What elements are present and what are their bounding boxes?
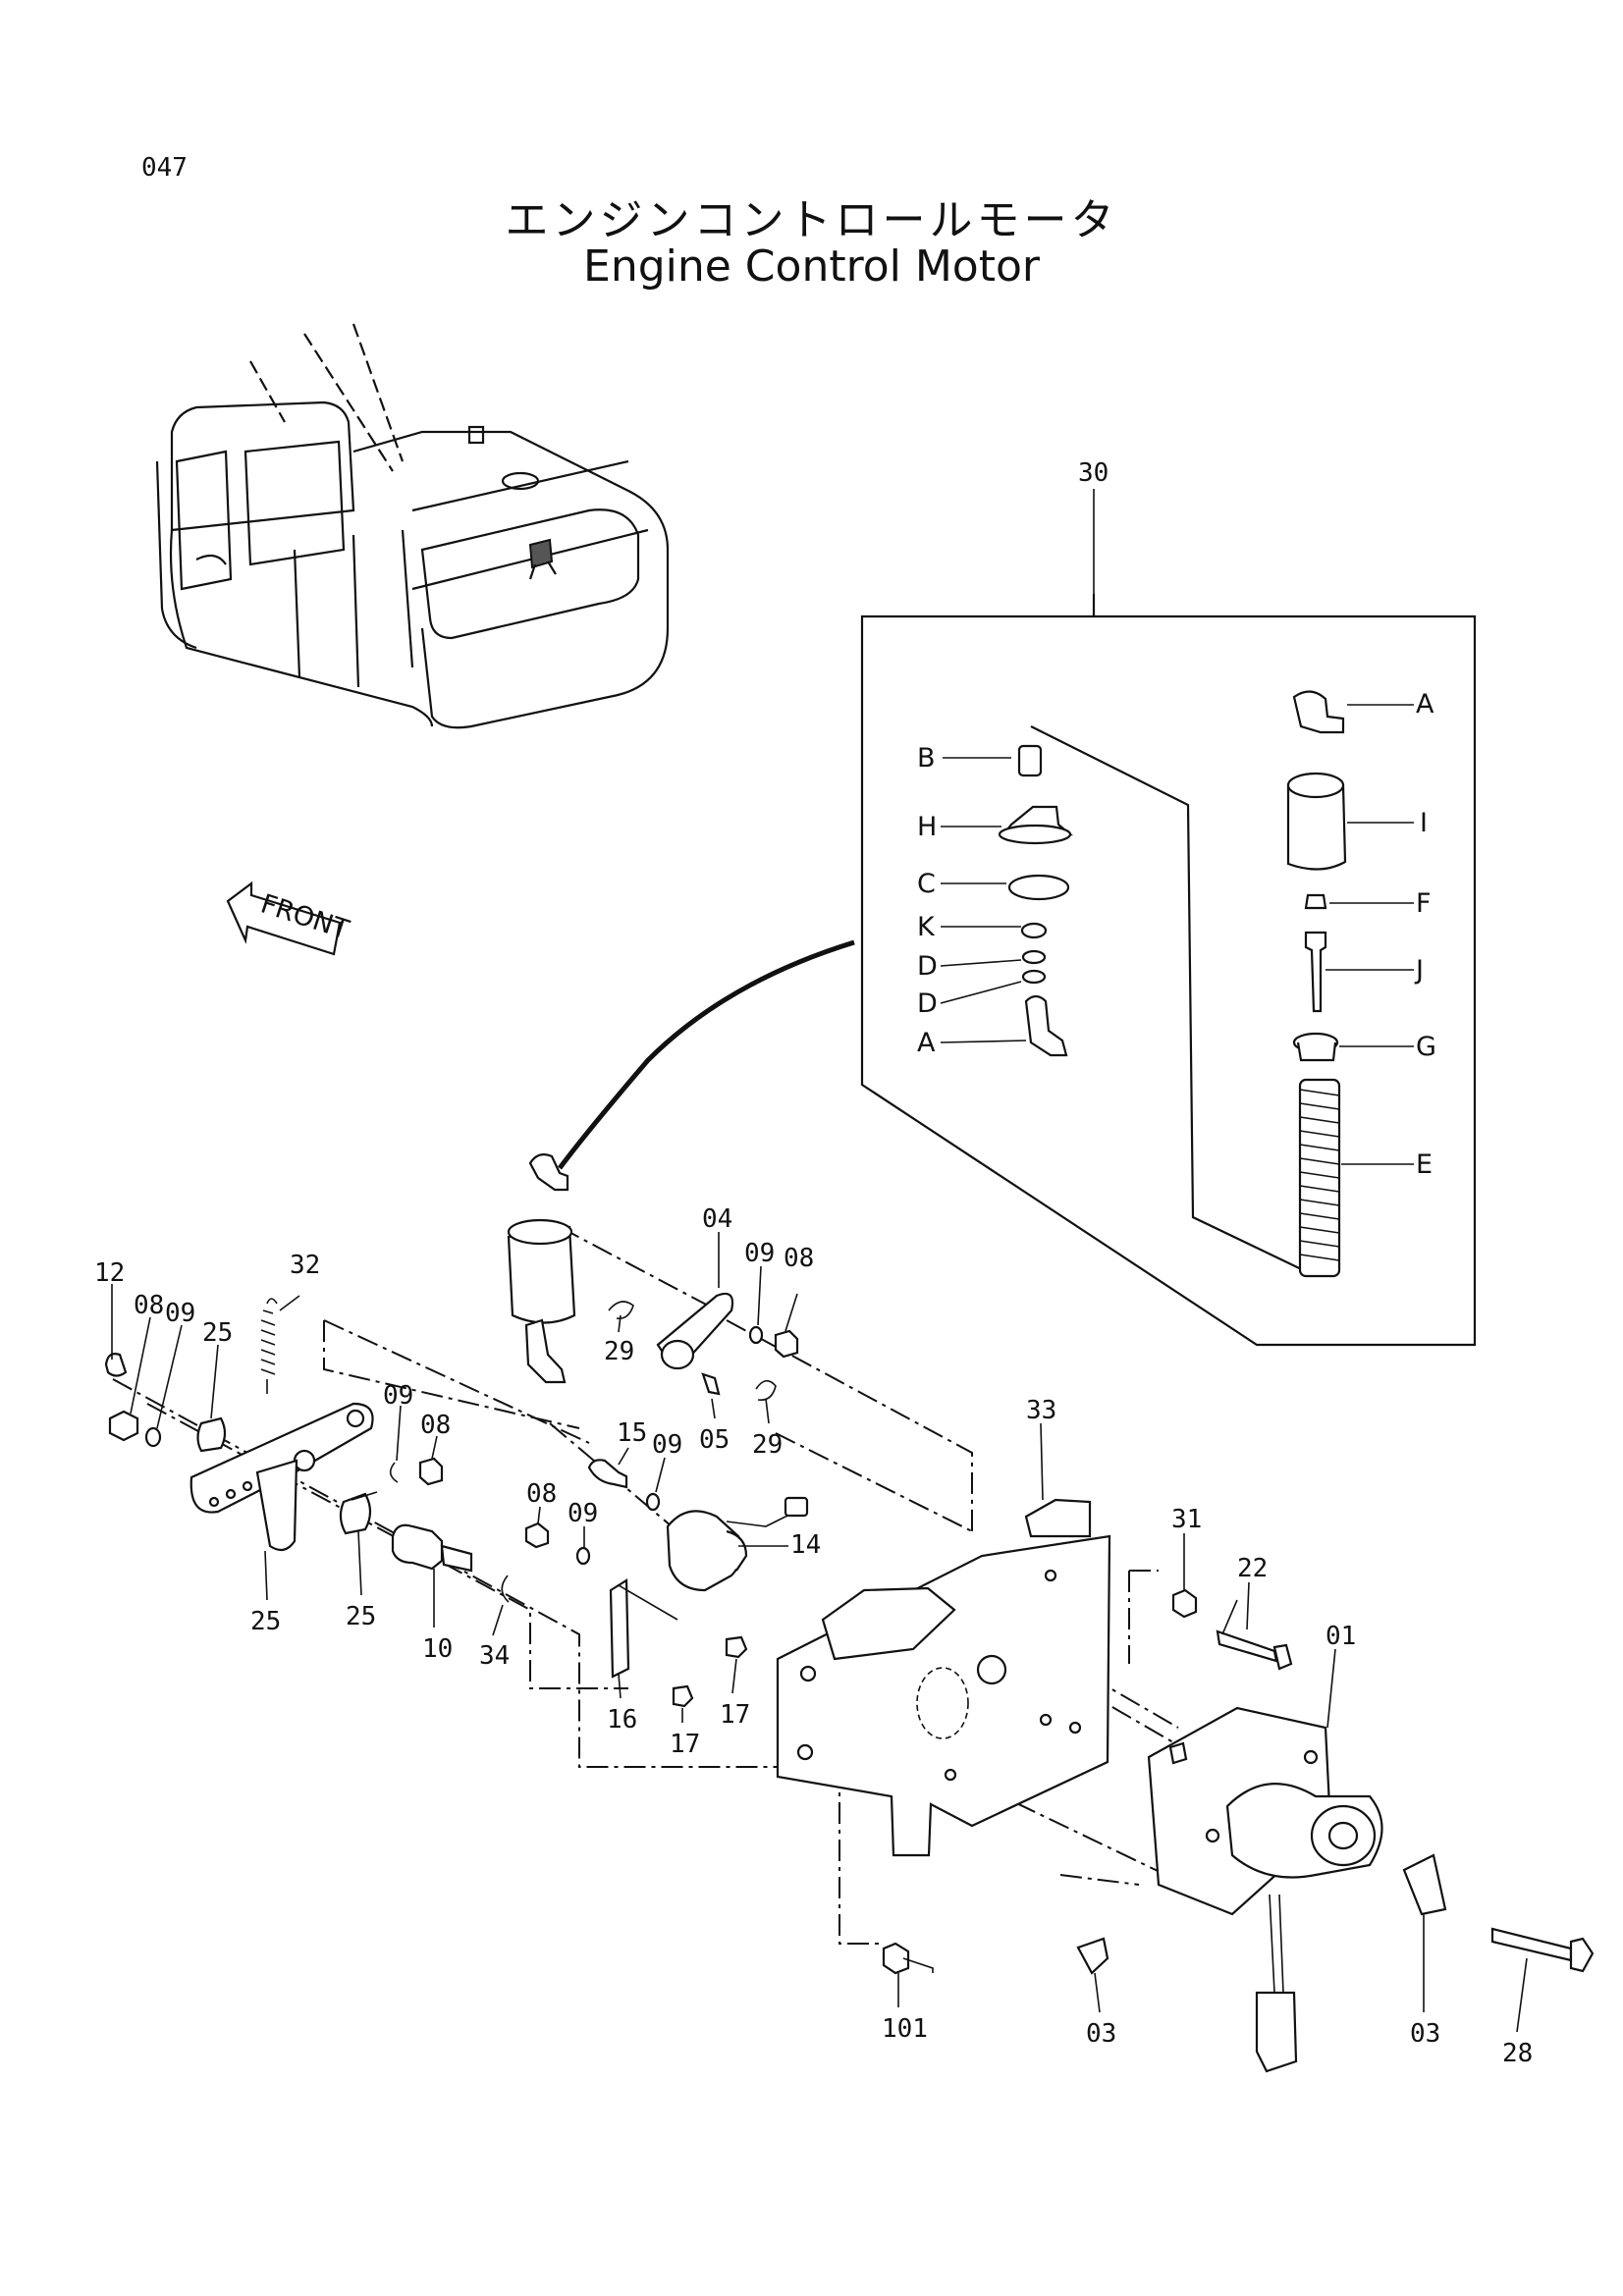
label-12: 12 xyxy=(94,1258,125,1288)
callout-d-upper: D xyxy=(917,951,938,982)
label-09-left: 09 xyxy=(165,1299,195,1328)
label-101: 101 xyxy=(882,2014,928,2044)
label-05: 05 xyxy=(699,1425,730,1455)
excavator-overview xyxy=(155,323,670,729)
callout-c: C xyxy=(917,869,936,899)
callout-i: I xyxy=(1420,808,1428,838)
callout-d-lower: D xyxy=(917,988,938,1019)
callout-j: J xyxy=(1414,955,1424,986)
callout-e: E xyxy=(1416,1149,1433,1180)
label-08-mid-left: 08 xyxy=(420,1411,451,1440)
label-22: 22 xyxy=(1237,1554,1268,1583)
label-08-top: 08 xyxy=(784,1244,814,1273)
label-03-right: 03 xyxy=(1410,2019,1440,2049)
part-labels: 12 08 09 25 32 09 08 25 25 10 34 04 09 0… xyxy=(94,1204,1533,2068)
label-32: 32 xyxy=(290,1251,320,1280)
label-30: 30 xyxy=(1078,458,1109,488)
title-english: Engine Control Motor xyxy=(583,241,1040,292)
label-25-mid: 25 xyxy=(346,1602,376,1631)
label-25-top: 25 xyxy=(202,1318,233,1348)
label-34: 34 xyxy=(479,1641,510,1671)
label-04: 04 xyxy=(702,1204,732,1234)
callout-b: B xyxy=(917,743,936,774)
label-09-lower: 09 xyxy=(568,1499,598,1528)
label-25-bottom: 25 xyxy=(250,1607,281,1636)
callout-a-left: A xyxy=(917,1028,936,1058)
label-08-left: 08 xyxy=(134,1291,164,1320)
label-28: 28 xyxy=(1502,2039,1533,2068)
page-number: 047 xyxy=(141,153,188,183)
callout-f: F xyxy=(1416,888,1432,919)
callout-g: G xyxy=(1416,1032,1436,1062)
label-17-right: 17 xyxy=(720,1700,750,1730)
title-japanese: エンジンコントロールモータ xyxy=(505,195,1118,245)
label-29-upper: 29 xyxy=(604,1337,634,1366)
main-assembly xyxy=(104,1153,1595,2073)
label-16: 16 xyxy=(607,1705,637,1735)
label-08-mid: 08 xyxy=(526,1479,557,1509)
label-03-center: 03 xyxy=(1086,2019,1116,2049)
front-label: FRONT xyxy=(257,888,353,945)
label-09-top: 09 xyxy=(744,1239,775,1268)
label-09-mid: 09 xyxy=(652,1430,682,1460)
label-31: 31 xyxy=(1171,1505,1202,1534)
label-33: 33 xyxy=(1026,1396,1056,1425)
label-15: 15 xyxy=(617,1418,647,1448)
label-01: 01 xyxy=(1325,1622,1356,1651)
label-14: 14 xyxy=(790,1530,821,1560)
label-09-mid-left: 09 xyxy=(383,1381,413,1411)
callout-h: H xyxy=(917,812,937,842)
label-10: 10 xyxy=(422,1634,453,1664)
callout-k: K xyxy=(917,912,936,942)
label-29-lower: 29 xyxy=(752,1430,783,1460)
detail-box: 30 A B H C K D D A I F xyxy=(558,458,1477,1347)
spring-e xyxy=(1298,1078,1341,1278)
front-arrow: FRONT xyxy=(226,881,353,956)
label-17-left: 17 xyxy=(670,1730,700,1759)
callout-a-right: A xyxy=(1416,689,1434,720)
